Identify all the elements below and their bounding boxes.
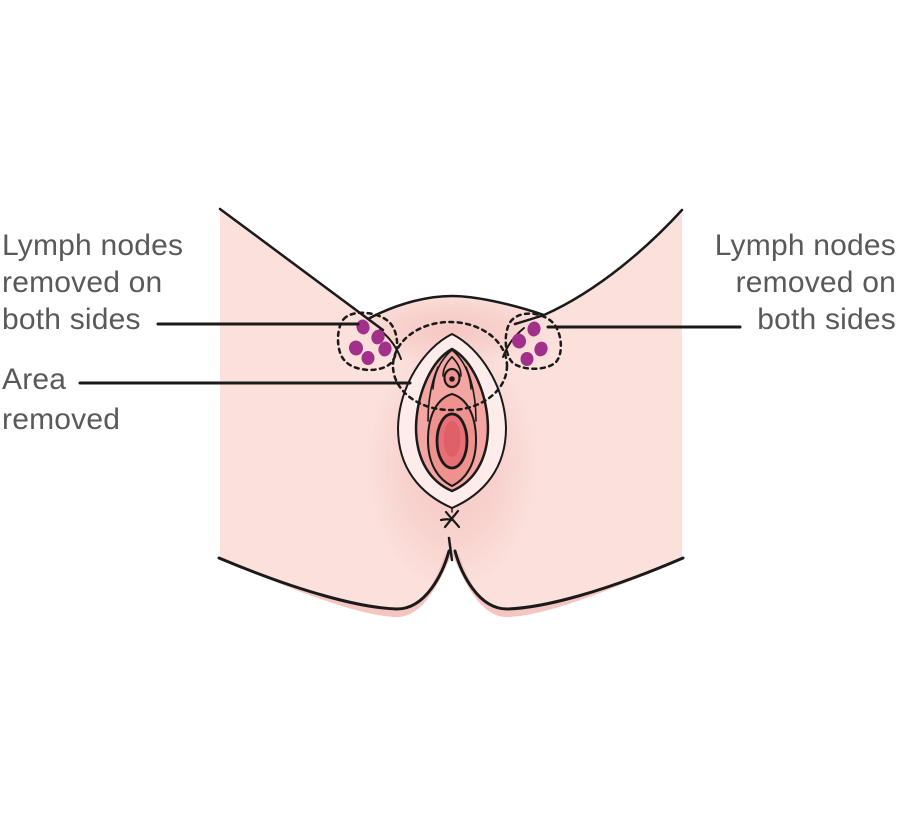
label-line: removed on <box>735 266 896 299</box>
right-lymph-cluster-outline <box>504 312 563 370</box>
left-lymph-cluster-outline <box>336 311 399 372</box>
label-line: both sides <box>757 303 896 336</box>
label-lymph-nodes-right: Lymph nodes removed on both sides <box>676 227 896 338</box>
right-thigh-crease <box>513 208 684 326</box>
dashed-outlines <box>336 311 563 412</box>
gluteal-cleft-line <box>447 536 454 562</box>
vaginal-opening-inner <box>443 421 461 457</box>
lymph-node <box>361 351 375 365</box>
label-line: both sides <box>2 303 141 336</box>
lymph-node <box>511 333 527 349</box>
label-area-removed: Area removed <box>2 360 222 440</box>
lymph-node <box>348 340 364 356</box>
right-gluteal-fold <box>453 549 685 611</box>
left-thigh-crease <box>218 207 385 332</box>
lymph-node <box>527 321 541 337</box>
lymph-node <box>534 341 548 357</box>
vulva <box>379 327 525 513</box>
label-line: removed <box>2 403 121 436</box>
clitoral-dot <box>449 376 455 382</box>
labia-fold-lines <box>427 349 477 422</box>
leader-lines <box>78 322 742 385</box>
lymph-node <box>378 341 392 357</box>
mons-pubis-curve <box>366 294 546 321</box>
lymph-node <box>371 329 385 345</box>
label-line: Lymph nodes <box>714 229 896 262</box>
body-outlines <box>217 207 685 611</box>
lymph-nodes <box>348 319 548 366</box>
label-lymph-nodes-left: Lymph nodes removed on both sides <box>2 227 222 338</box>
left-gluteal-fold <box>217 549 451 611</box>
label-line: Lymph nodes <box>2 229 184 262</box>
lymph-node <box>520 352 534 366</box>
label-line: Area <box>2 363 67 396</box>
anus-mark <box>439 509 461 529</box>
area-removed-outline <box>391 320 509 412</box>
label-line: removed on <box>2 266 163 299</box>
lymph-node <box>356 319 370 335</box>
